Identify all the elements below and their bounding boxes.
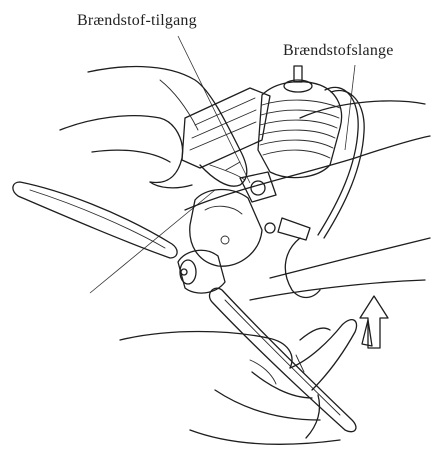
leader-line-fuel-hose	[345, 65, 355, 150]
label-fuel-hose: Brændstofslange	[283, 42, 394, 60]
label-fuel-access: Brændstof-tilgang	[77, 12, 197, 30]
leader-line-fuel-access	[178, 36, 250, 183]
muffler	[182, 88, 270, 168]
carburetor	[240, 172, 310, 240]
rotation-arrow-icon	[360, 296, 388, 348]
upper-hand	[60, 67, 247, 188]
fuel-hose	[285, 87, 364, 297]
propeller-spinner	[178, 250, 225, 293]
lower-hand	[120, 320, 357, 445]
propeller	[13, 182, 356, 432]
engine-cylinder	[258, 66, 342, 178]
